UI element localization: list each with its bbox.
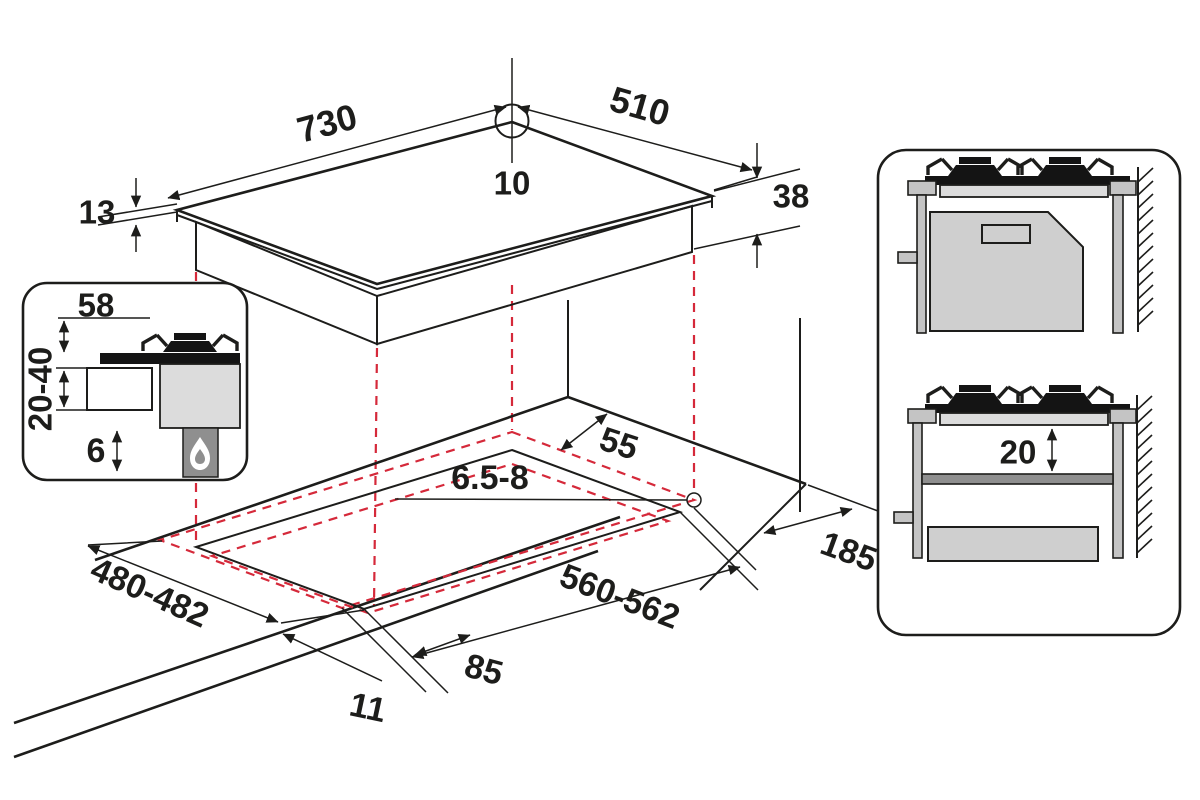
inset-burner xyxy=(141,331,239,354)
hob-glass-edge xyxy=(176,200,713,291)
fixing-hole-leader xyxy=(394,498,688,501)
side-view-drawer: 20 xyxy=(893,383,1153,562)
inset-border xyxy=(21,281,249,482)
dim-label-85: 85 xyxy=(461,647,507,693)
dim-line-55 xyxy=(560,413,608,451)
dim-label-185: 185 xyxy=(816,524,882,579)
dim-line-11 xyxy=(282,633,383,682)
dim-label-20-40: 20-40 xyxy=(22,347,59,431)
wall-hatch-bottom xyxy=(1136,395,1153,554)
hob-body-right-face xyxy=(376,204,693,346)
dim-label-510: 510 xyxy=(605,78,674,134)
inset-hob-body xyxy=(159,363,241,429)
built-in-oven xyxy=(929,211,1084,332)
dim-label-6-5-8: 6.5-8 xyxy=(451,459,529,497)
panel-border xyxy=(876,148,1182,637)
cabinet-rail-bottom xyxy=(893,511,914,524)
clearance-inset: 58 20-40 6 xyxy=(21,281,249,482)
hob-glass-bottom-side xyxy=(939,412,1109,426)
dim-label-730: 730 xyxy=(293,96,362,151)
dim-line-480 xyxy=(87,545,279,623)
side-view-panel: 20 xyxy=(876,148,1182,637)
dim-label-480-482: 480-482 xyxy=(85,550,214,635)
projection-lines xyxy=(194,255,696,607)
cabinet-side-left-top xyxy=(916,194,927,334)
hob-glass-top-side xyxy=(939,184,1109,198)
cabinet-rail-top xyxy=(897,251,918,264)
inset-hob-top xyxy=(100,353,240,364)
cabinet-side-right-bottom xyxy=(1112,422,1124,559)
side-view-oven xyxy=(897,155,1154,334)
dim-label-10: 10 xyxy=(494,165,531,202)
dim-label-13: 13 xyxy=(79,194,116,231)
left-bracket-bottom xyxy=(907,408,937,424)
dim-label-38: 38 xyxy=(773,178,810,215)
hob-glass-top xyxy=(172,120,717,286)
dim-label-55: 55 xyxy=(595,420,643,468)
inset-worktop-slab xyxy=(86,367,153,411)
right-bracket-top xyxy=(1109,180,1137,196)
dim-label-58: 58 xyxy=(78,287,115,324)
projection-line-front xyxy=(372,347,379,607)
dim-line-185 xyxy=(763,506,853,536)
dim-label-6: 6 xyxy=(87,432,106,470)
oven-vent xyxy=(981,224,1031,244)
wall-hatch-top xyxy=(1137,167,1154,326)
cabinet-side-left-bottom xyxy=(912,422,923,559)
drawer-front xyxy=(927,526,1099,562)
dim-label-560-562: 560-562 xyxy=(555,557,685,637)
right-bracket-bottom xyxy=(1109,408,1137,424)
hob-top-view: 730 510 10 13 38 xyxy=(79,58,810,346)
hob-profile-top xyxy=(925,176,1130,185)
dim-line-85 xyxy=(414,634,471,656)
hob-profile-bottom xyxy=(925,404,1130,413)
left-bracket-top xyxy=(907,180,937,196)
extension-lines xyxy=(87,484,879,694)
dim-line-730 xyxy=(167,104,507,201)
dim-label-20: 20 xyxy=(1000,434,1037,471)
cabinet-side-right-top xyxy=(1112,194,1124,334)
flame-icon xyxy=(190,437,210,470)
separator-shelf xyxy=(921,473,1114,485)
worktop-back-edges xyxy=(94,395,807,562)
worktop-front-edge xyxy=(13,515,621,725)
dim-line-510 xyxy=(517,104,753,173)
dim-label-11: 11 xyxy=(346,686,389,731)
